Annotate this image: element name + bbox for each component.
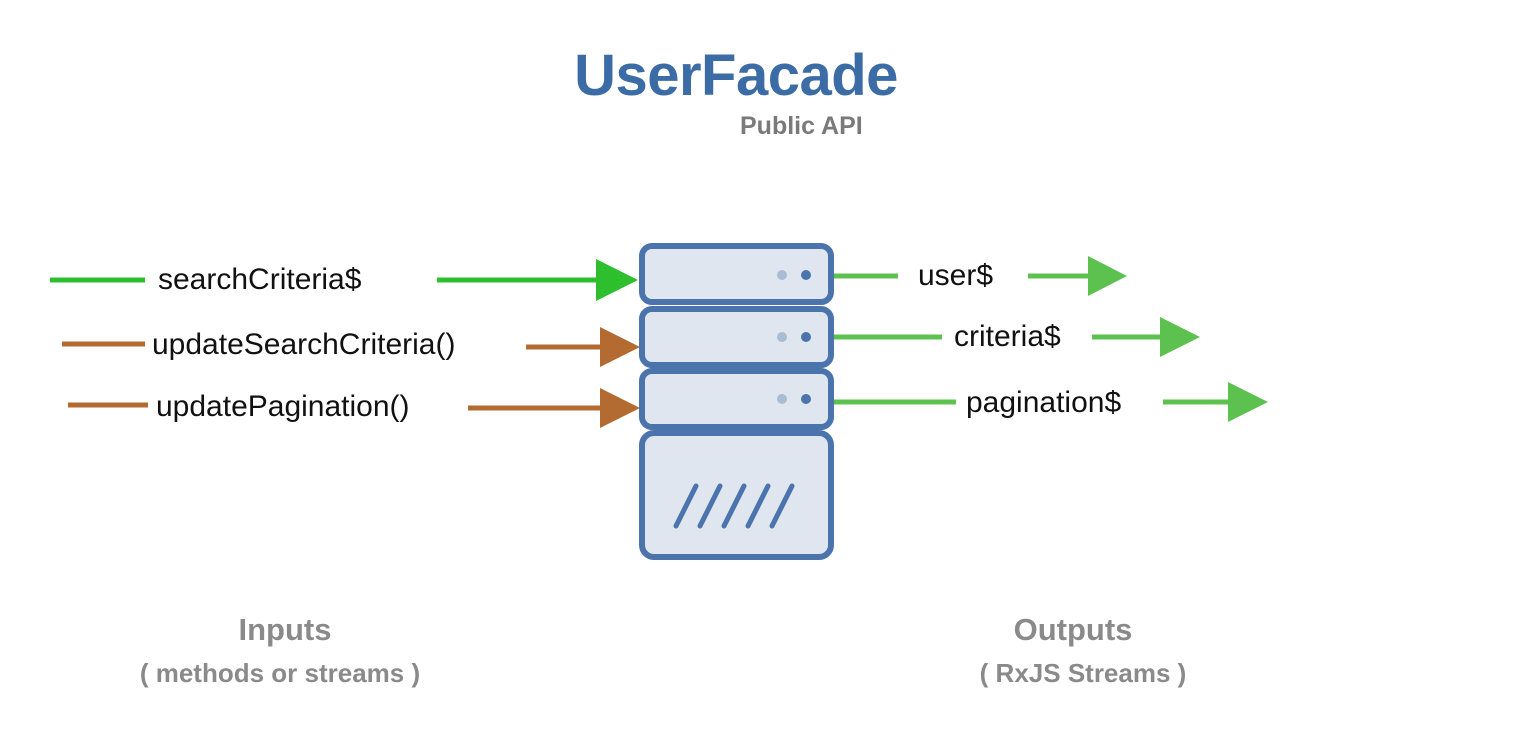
inputs-caption-sub: ( methods or streams )	[139, 658, 421, 688]
input-label-search-criteria: searchCriteria$	[158, 263, 362, 296]
server-rack-icon	[639, 243, 834, 560]
output-arrow-pagination	[834, 382, 1268, 422]
input-label-update-pagination: updatePagination()	[156, 390, 410, 423]
input-arrow-update-pagination	[68, 388, 640, 428]
diagram-subtitle: Public API	[740, 112, 863, 140]
input-label-update-search-criteria: updateSearchCriteria()	[152, 328, 456, 361]
inputs-caption: Inputs	[238, 612, 332, 647]
outputs-caption: Outputs	[1013, 612, 1133, 647]
output-label-user: user$	[918, 259, 994, 292]
input-arrow-update-search-criteria	[62, 327, 640, 367]
output-arrow-criteria	[834, 317, 1200, 357]
diagram-title: UserFacade	[574, 43, 898, 108]
input-arrow-search-criteria	[50, 259, 638, 301]
output-label-criteria: criteria$	[954, 320, 1061, 353]
output-arrow-user	[834, 256, 1127, 296]
output-label-pagination: pagination$	[966, 386, 1122, 419]
outputs-caption-sub: ( RxJS Streams )	[979, 658, 1187, 688]
